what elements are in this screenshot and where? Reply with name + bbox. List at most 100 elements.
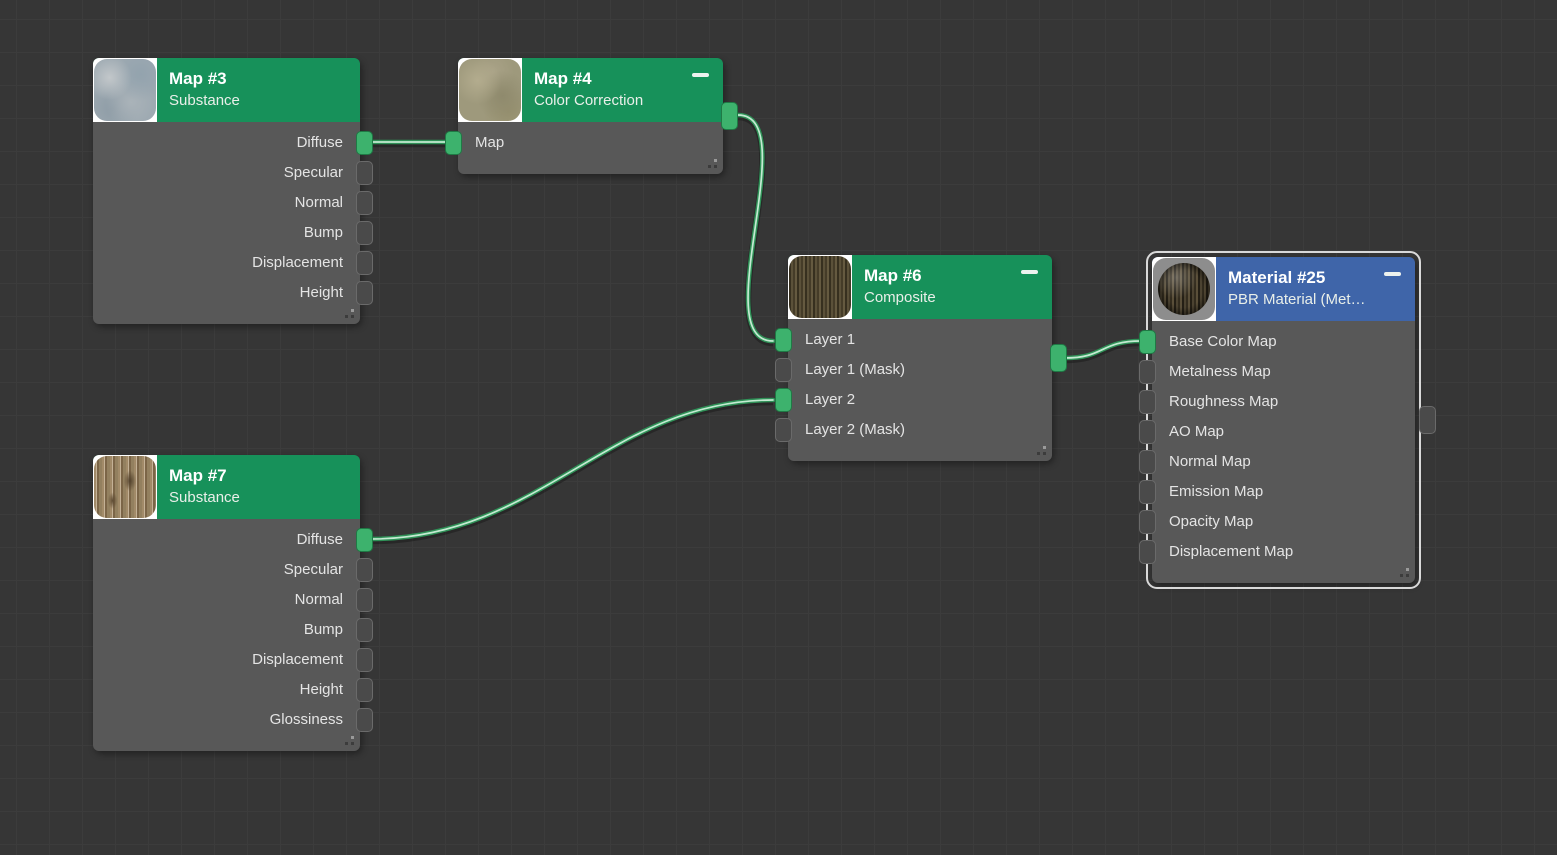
resize-grip[interactable] — [1036, 445, 1047, 456]
output-label: Bump — [303, 224, 343, 241]
output-socket-normal[interactable] — [356, 191, 373, 215]
node-subtitle: Substance — [169, 489, 240, 506]
input-label: Base Color Map — [1169, 333, 1277, 350]
node-map3[interactable]: Map #3 Substance Diffuse Specular Normal… — [93, 58, 373, 324]
map4-output-socket[interactable] — [721, 102, 738, 130]
resize-grip[interactable] — [344, 735, 355, 746]
output-socket-height[interactable] — [356, 678, 373, 702]
node-subtitle: PBR Material (Met… — [1228, 291, 1366, 308]
node-material25-body: Base Color Map Metalness Map Roughness M… — [1139, 321, 1415, 583]
output-socket-height[interactable] — [356, 281, 373, 305]
output-row-glossiness: Glossiness — [93, 705, 373, 735]
map3-texture-thumbnail — [93, 58, 157, 122]
output-socket-normal[interactable] — [356, 588, 373, 612]
input-row-layer1-mask: Layer 1 (Mask) — [775, 355, 1052, 385]
wire-map7-diffuse-to-map6-layer2[interactable] — [368, 397, 776, 545]
input-label: Emission Map — [1169, 483, 1264, 500]
output-socket-diffuse[interactable] — [356, 131, 373, 155]
wire-map4-output-to-map6-layer1[interactable] — [735, 112, 776, 347]
input-socket-ao-map[interactable] — [1139, 420, 1156, 444]
map4-texture-thumbnail — [458, 58, 522, 122]
input-socket-roughness-map[interactable] — [1139, 390, 1156, 414]
node-material25[interactable]: Material #25 PBR Material (Met… Base Col… — [1139, 251, 1436, 589]
node-map6-header[interactable]: Map #6 Composite — [788, 255, 1052, 319]
input-socket-metalness-map[interactable] — [1139, 360, 1156, 384]
node-map7[interactable]: Map #7 Substance Diffuse Specular Normal… — [93, 455, 373, 751]
node-map7-header[interactable]: Map #7 Substance — [93, 455, 360, 519]
output-socket-glossiness[interactable] — [356, 708, 373, 732]
output-row-height: Height — [93, 675, 373, 705]
input-row-displacement-map: Displacement Map — [1139, 537, 1415, 567]
collapse-minus-icon[interactable] — [1021, 270, 1038, 274]
node-map3-header[interactable]: Map #3 Substance — [93, 58, 360, 122]
input-row-roughness-map: Roughness Map — [1139, 387, 1415, 417]
map7-texture-thumbnail — [93, 455, 157, 519]
input-socket-map[interactable] — [445, 131, 462, 155]
input-label: Layer 2 — [805, 391, 856, 408]
input-socket-layer1-mask[interactable] — [775, 358, 792, 382]
map6-output-socket[interactable] — [1050, 344, 1067, 372]
input-socket-layer1[interactable] — [775, 328, 792, 352]
wire-map6-output-to-mat25-basecolor[interactable] — [1062, 338, 1144, 364]
input-row-map: Map — [445, 128, 723, 158]
node-title: Map #6 — [864, 266, 922, 285]
output-socket-bump[interactable] — [356, 618, 373, 642]
resize-grip[interactable] — [707, 158, 718, 169]
input-row-base-color-map: Base Color Map — [1139, 327, 1415, 357]
output-row-diffuse: Diffuse — [93, 525, 373, 555]
node-subtitle: Substance — [169, 92, 240, 109]
input-socket-layer2-mask[interactable] — [775, 418, 792, 442]
node-material25-header[interactable]: Material #25 PBR Material (Met… — [1152, 257, 1415, 321]
input-row-normal-map: Normal Map — [1139, 447, 1415, 477]
output-label: Height — [299, 681, 343, 698]
input-label: Opacity Map — [1169, 513, 1254, 530]
output-socket-specular[interactable] — [356, 558, 373, 582]
collapse-minus-icon[interactable] — [1384, 272, 1401, 276]
node-subtitle: Color Correction — [534, 92, 644, 109]
material25-sphere-thumbnail — [1152, 257, 1216, 321]
input-socket-emission-map[interactable] — [1139, 480, 1156, 504]
node-map3-body: Diffuse Specular Normal Bump Displacemen… — [93, 122, 373, 324]
input-label: Displacement Map — [1169, 543, 1294, 560]
map6-texture-thumbnail — [788, 255, 852, 319]
output-socket-displacement[interactable] — [356, 648, 373, 672]
input-label: Roughness Map — [1169, 393, 1279, 410]
output-row-bump: Bump — [93, 615, 373, 645]
output-socket-diffuse[interactable] — [356, 528, 373, 552]
output-row-normal: Normal — [93, 585, 373, 615]
output-row-displacement: Displacement — [93, 248, 373, 278]
input-socket-displacement-map[interactable] — [1139, 540, 1156, 564]
output-label: Displacement — [252, 254, 343, 271]
input-socket-opacity-map[interactable] — [1139, 510, 1156, 534]
material25-output-socket[interactable] — [1419, 406, 1436, 434]
input-label: AO Map — [1169, 423, 1225, 440]
node-title: Material #25 — [1228, 268, 1326, 287]
input-label: Map — [475, 134, 505, 151]
node-map4[interactable]: Map #4 Color Correction Map — [445, 58, 738, 174]
output-row-displacement: Displacement — [93, 645, 373, 675]
output-row-height: Height — [93, 278, 373, 308]
output-label: Normal — [294, 591, 343, 608]
input-socket-base-color-map[interactable] — [1139, 330, 1156, 354]
output-label: Normal — [294, 194, 343, 211]
output-label: Specular — [283, 164, 343, 181]
collapse-minus-icon[interactable] — [692, 73, 709, 77]
node-map6[interactable]: Map #6 Composite Layer 1 Layer 1 (Mask) … — [775, 255, 1067, 461]
node-title: Map #3 — [169, 69, 227, 88]
input-socket-normal-map[interactable] — [1139, 450, 1156, 474]
wire-map3-diffuse-to-map4-map[interactable] — [367, 139, 450, 148]
output-socket-displacement[interactable] — [356, 251, 373, 275]
output-label: Glossiness — [269, 711, 343, 728]
input-row-opacity-map: Opacity Map — [1139, 507, 1415, 537]
node-map4-header[interactable]: Map #4 Color Correction — [458, 58, 723, 122]
input-label: Layer 1 (Mask) — [805, 361, 906, 378]
output-socket-specular[interactable] — [356, 161, 373, 185]
output-label: Diffuse — [296, 134, 343, 151]
input-socket-layer2[interactable] — [775, 388, 792, 412]
input-label: Layer 2 (Mask) — [805, 421, 906, 438]
resize-grip[interactable] — [344, 308, 355, 319]
resize-grip[interactable] — [1399, 567, 1410, 578]
output-socket-bump[interactable] — [356, 221, 373, 245]
